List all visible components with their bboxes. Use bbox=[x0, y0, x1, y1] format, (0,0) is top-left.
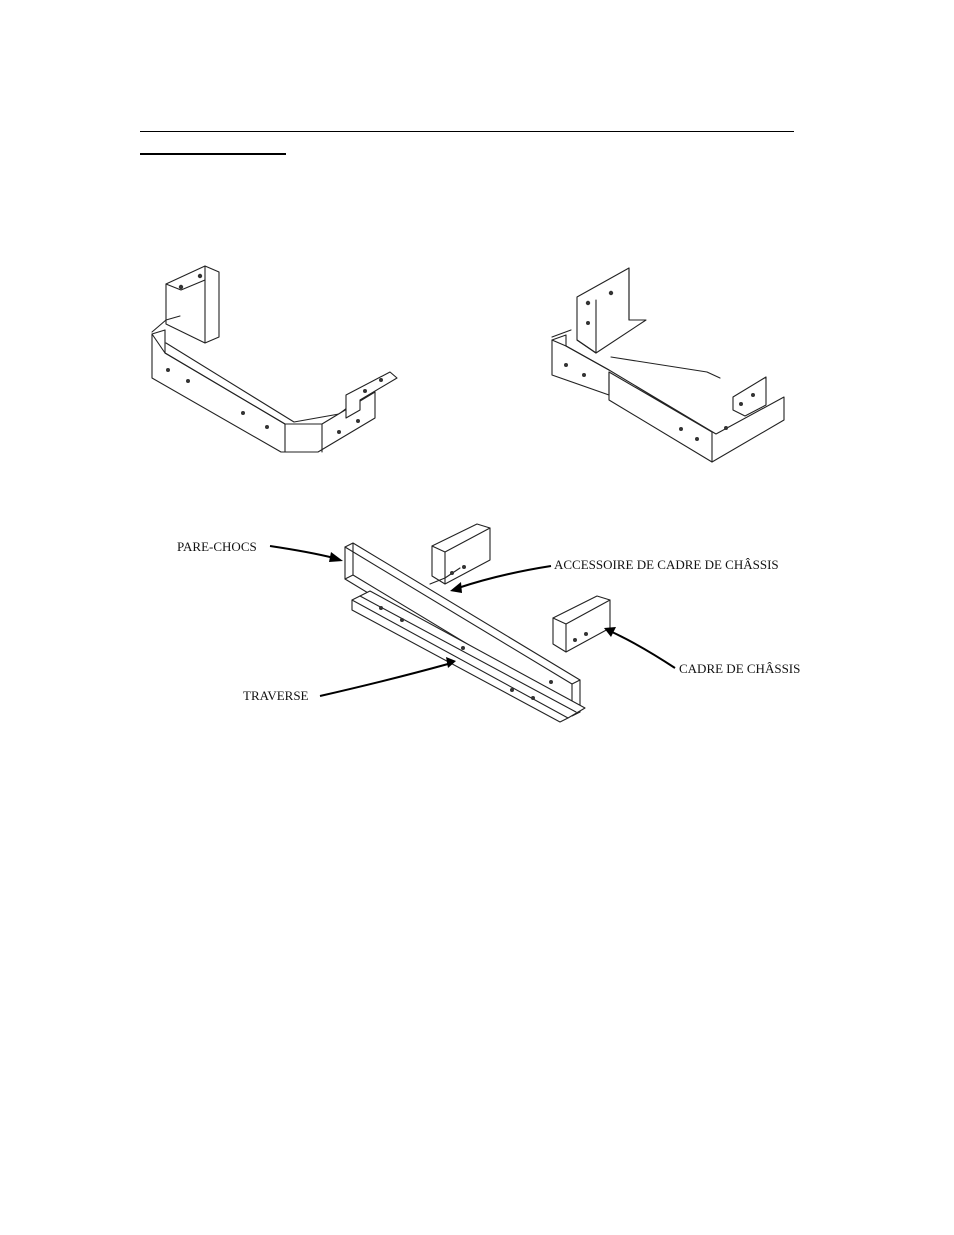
bracket-left-figure bbox=[152, 266, 397, 452]
assembly-figure bbox=[345, 524, 610, 722]
label-traverse: TRAVERSE bbox=[243, 688, 309, 703]
bracket-right-figure bbox=[552, 268, 784, 462]
arrow-traverse bbox=[320, 664, 448, 696]
label-frame: CADRE DE CHÂSSIS bbox=[679, 661, 800, 676]
arrow-bumper bbox=[270, 546, 334, 558]
arrow-frame bbox=[612, 632, 675, 668]
label-frame-accessory: ACCESSOIRE DE CADRE DE CHÂSSIS bbox=[554, 557, 779, 572]
label-bumper: PARE-CHOCS bbox=[177, 539, 257, 554]
